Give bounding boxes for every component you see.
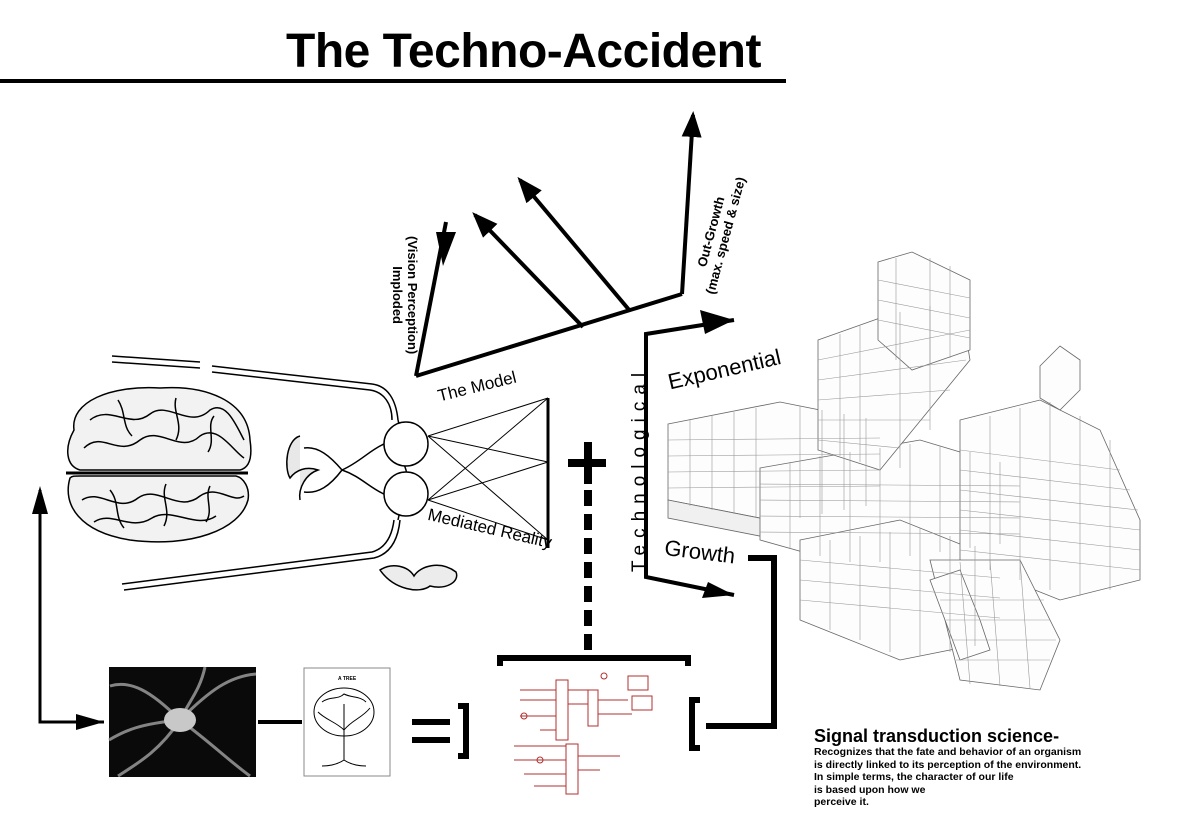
signal-line: perceive it.	[814, 796, 869, 808]
tree-drawing	[303, 667, 391, 777]
optic-rays	[427, 397, 550, 548]
signal-line: is directly linked to its perception of …	[814, 758, 1082, 771]
feedback-arrow	[32, 486, 104, 730]
vision-label-line1: (Vision Perception)	[405, 236, 420, 355]
signal-heading: Signal transduction science-	[814, 726, 1060, 746]
right-bracket	[689, 697, 700, 751]
block-mass	[667, 251, 1141, 691]
signal-body: Recognizes that the fate and behavior of…	[814, 746, 1081, 809]
technological-label: Technological	[629, 365, 650, 572]
signal-line: Recognizes that the fate and behavior of…	[814, 746, 1082, 758]
circuit-top-bracket	[497, 655, 691, 666]
signal-line: In simple terms, the character of our li…	[814, 771, 1014, 783]
tree-caption: A TREE	[338, 676, 357, 682]
technological-connector	[644, 310, 735, 598]
plus-sign	[568, 442, 606, 484]
page-title: The Techno-Accident	[286, 25, 761, 78]
equals-sign	[412, 719, 450, 743]
brain-illustration	[66, 386, 252, 543]
circuit-schematic	[514, 672, 653, 795]
vision-perception-label: (Vision Perception) Imploded	[390, 236, 420, 354]
vision-label-line2: Imploded	[390, 266, 405, 324]
growth-connector	[706, 555, 777, 729]
neuron-image	[108, 666, 257, 778]
signal-line: is based upon how we	[814, 783, 926, 796]
left-bracket	[458, 703, 469, 759]
eye-model	[286, 421, 458, 591]
branching-arrows	[414, 111, 702, 378]
